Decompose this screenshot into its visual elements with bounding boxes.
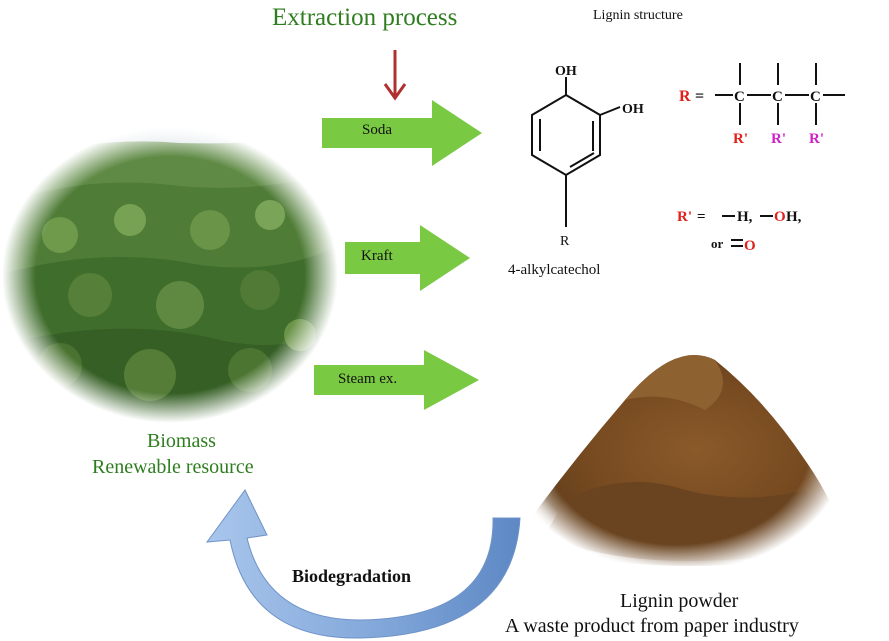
svg-text:R': R' bbox=[733, 131, 748, 147]
soda-label: Soda bbox=[362, 122, 392, 138]
rprime-definition: R' = H, O H, or O bbox=[677, 209, 802, 254]
steam-ex-label: Steam ex. bbox=[338, 371, 398, 387]
soda-arrow bbox=[322, 100, 482, 166]
biodegradation-label: Biodegradation bbox=[292, 566, 412, 586]
svg-text:C: C bbox=[810, 89, 821, 105]
svg-text:R: R bbox=[679, 88, 691, 105]
lignin-powder-image bbox=[505, 320, 850, 575]
svg-text:R': R' bbox=[771, 131, 786, 147]
down-arrow-icon bbox=[383, 50, 407, 101]
svg-text:=: = bbox=[695, 88, 704, 105]
r-definition: R = C C C R' R' R' bbox=[679, 63, 845, 147]
biodegradation-cycle-arrow bbox=[205, 489, 521, 639]
svg-text:or: or bbox=[711, 236, 724, 251]
svg-text:C: C bbox=[734, 89, 745, 105]
r-group: R bbox=[560, 234, 570, 249]
oh-group-top: OH bbox=[555, 64, 577, 79]
kraft-arrow bbox=[345, 225, 470, 291]
oh-group-right: OH bbox=[622, 102, 644, 117]
steam-explosion-arrow bbox=[314, 350, 479, 410]
svg-text:O: O bbox=[744, 238, 756, 254]
waste-product-label: A waste product from paper industry bbox=[505, 615, 799, 637]
svg-text:R': R' bbox=[809, 131, 824, 147]
svg-text:=: = bbox=[697, 209, 706, 225]
svg-text:H,: H, bbox=[737, 209, 753, 225]
kraft-label: Kraft bbox=[361, 248, 393, 264]
molecule-name: 4-alkylcatechol bbox=[508, 262, 601, 278]
svg-text:O: O bbox=[774, 209, 786, 225]
svg-text:C: C bbox=[772, 89, 783, 105]
catechol-molecule: OH OH R bbox=[531, 64, 644, 249]
svg-text:H,: H, bbox=[786, 209, 802, 225]
biomass-forest-image bbox=[0, 125, 340, 425]
lignin-powder-label: Lignin powder bbox=[620, 590, 739, 612]
diagram-title: Extraction process bbox=[272, 4, 458, 31]
biomass-label: Biomass bbox=[147, 430, 216, 452]
renewable-resource-label: Renewable resource bbox=[92, 456, 254, 478]
lignin-structure-title: Lignin structure bbox=[593, 8, 683, 23]
svg-text:R': R' bbox=[677, 209, 692, 225]
